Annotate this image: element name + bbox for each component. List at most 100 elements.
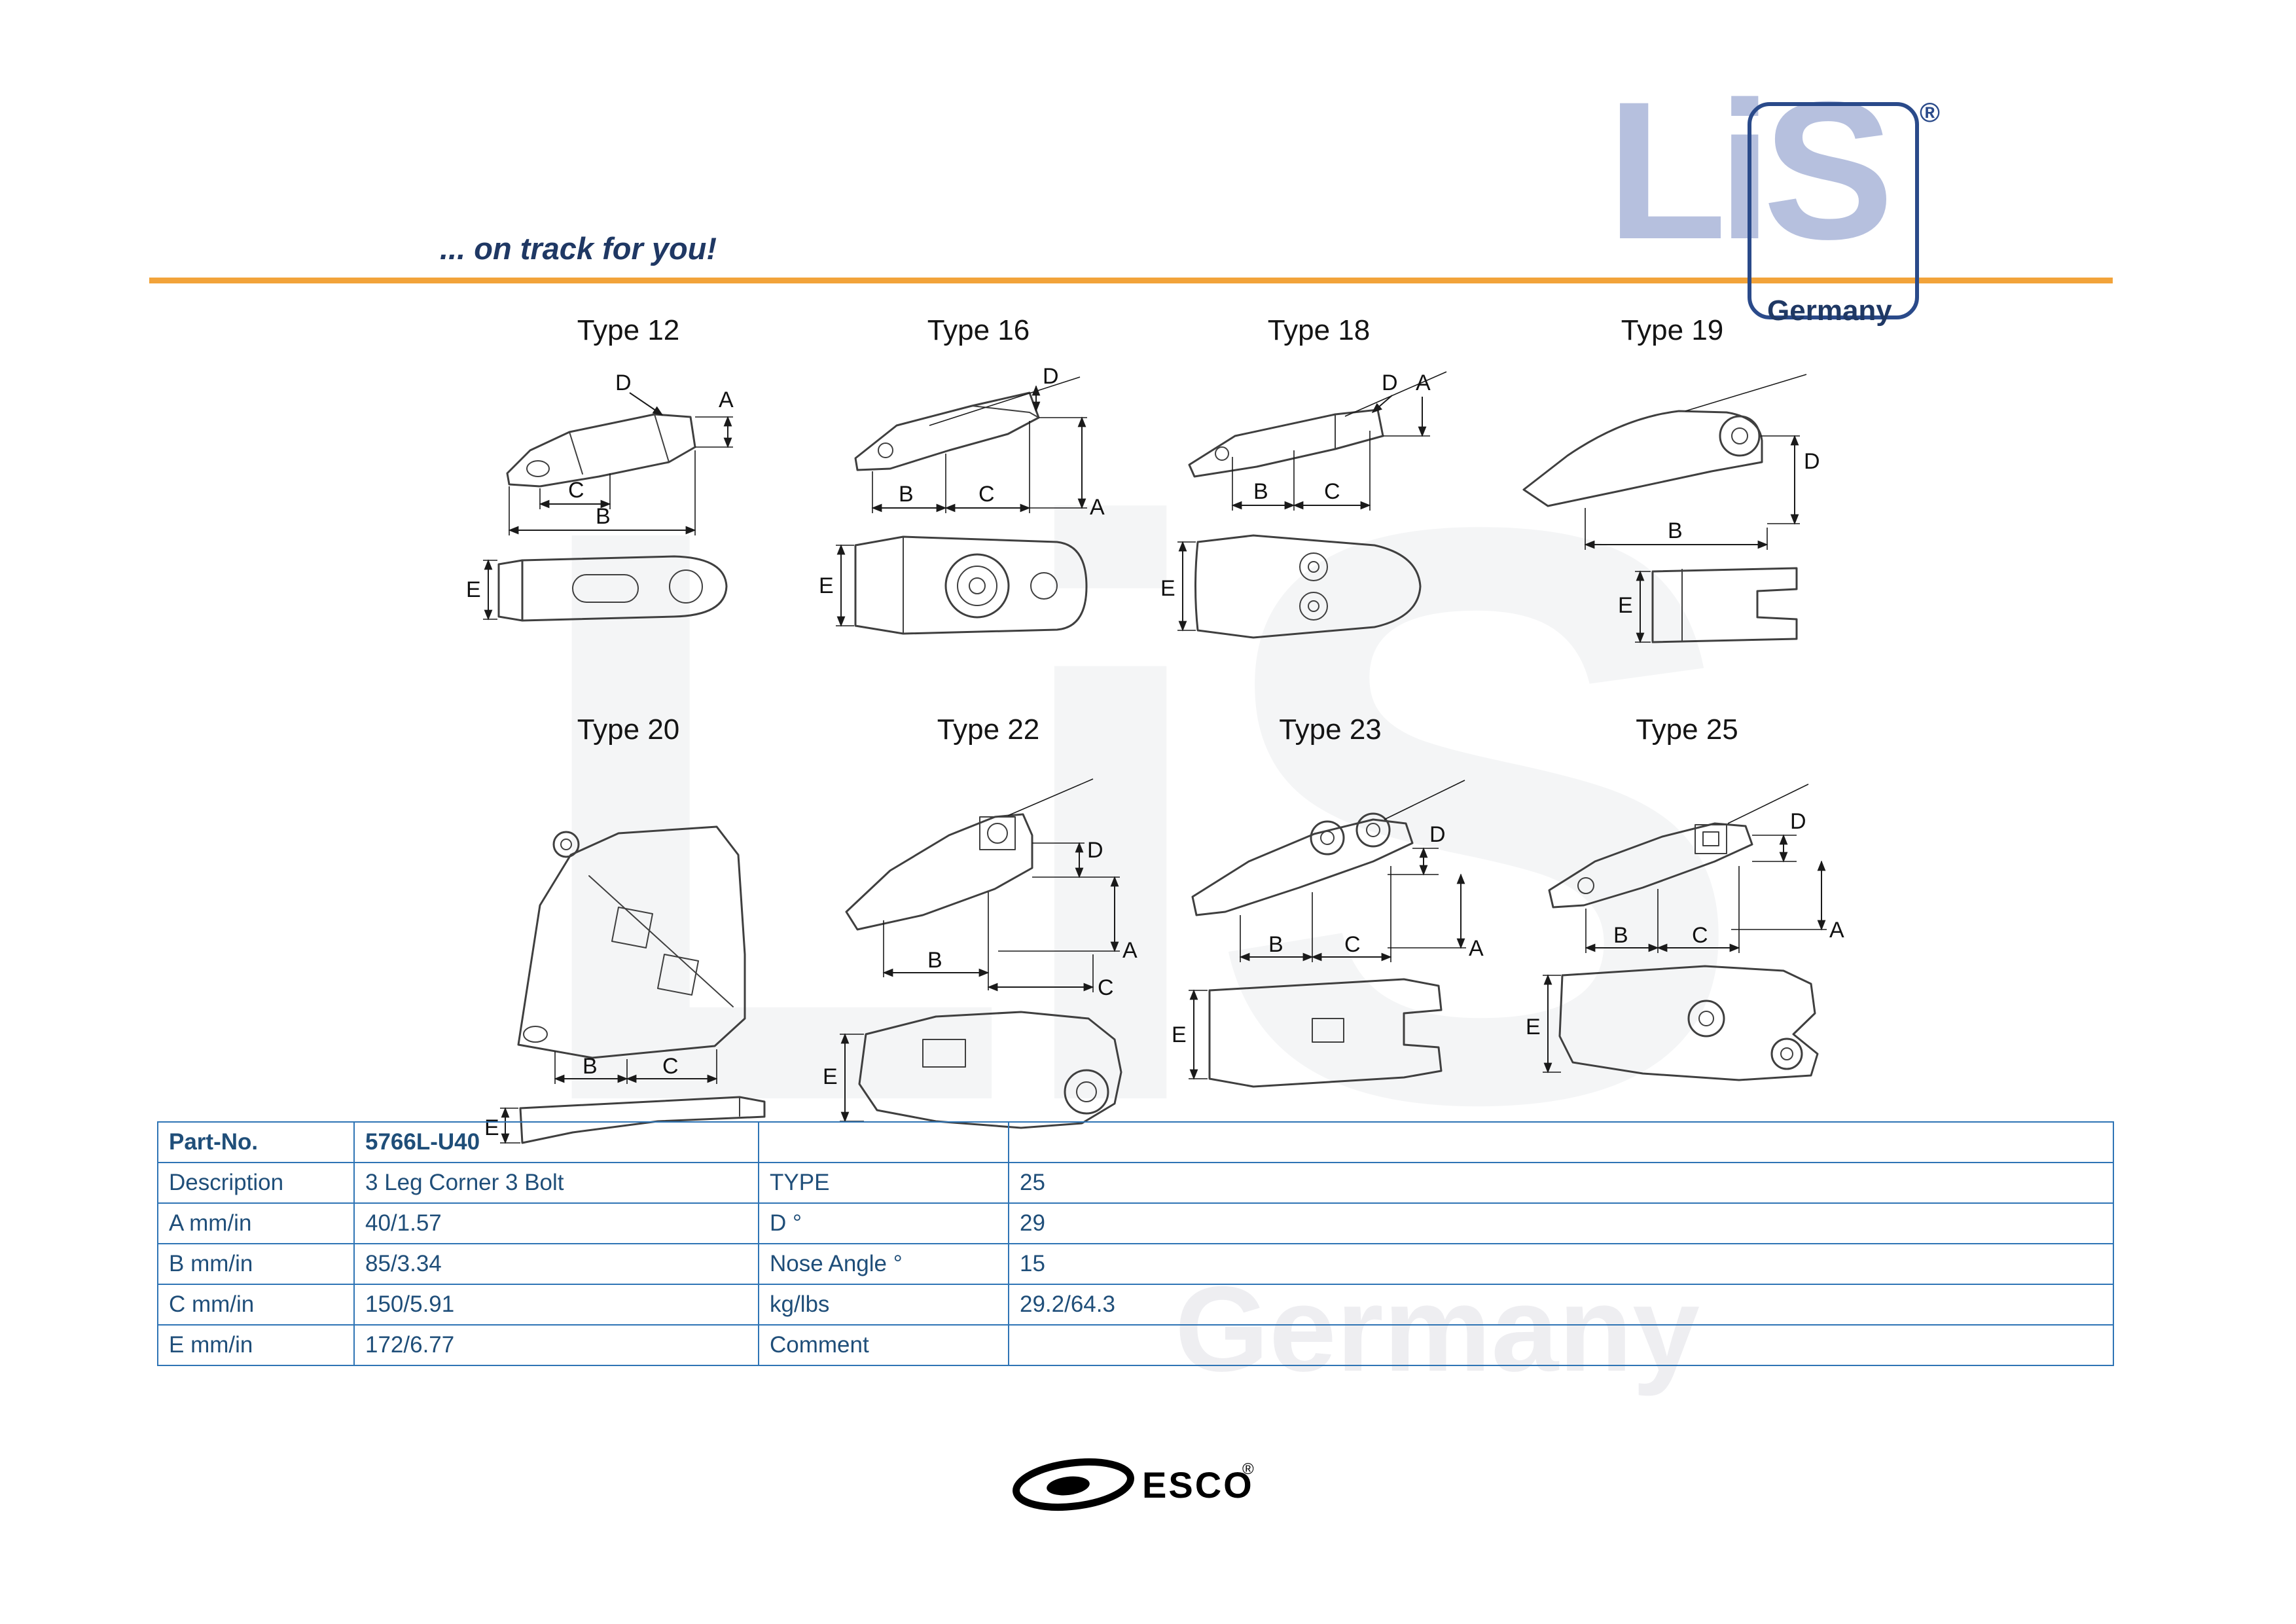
dim-label-c: C [662, 1054, 679, 1079]
cell-value: 29 [1008, 1202, 2114, 1244]
cell-label: TYPE [758, 1162, 1009, 1204]
lis-logo-frame [1748, 102, 1919, 319]
esco-swoosh-icon [1013, 1458, 1134, 1511]
dim-label-a: A [1469, 936, 1484, 961]
dim-label-c: C [978, 482, 995, 507]
company-tagline: ... on track for you! [440, 231, 717, 266]
figure-title: Type 22 [937, 713, 1040, 746]
cell-value: 29.2/64.3 [1008, 1284, 2114, 1326]
table-row-description: Description 3 Leg Corner 3 Bolt TYPE 25 [157, 1162, 2114, 1204]
dim-label-d: D [1429, 822, 1446, 847]
technical-drawing-type-23: D A B C E [1172, 780, 1484, 1088]
dim-label-b: B [1613, 923, 1628, 948]
dim-label-b: B [596, 504, 611, 529]
dim-label-e: E [1618, 593, 1633, 618]
figure-title: Type 16 [927, 314, 1030, 346]
dimension-e: E [1526, 974, 1561, 1074]
cell-label: Description [157, 1162, 355, 1204]
figure-type-20: Type 20 B C [458, 713, 798, 1170]
figure-title: Type 20 [577, 713, 680, 746]
adapter-fork-view [1651, 567, 1798, 643]
cell-label: Comment [758, 1324, 1009, 1366]
figure-type-12: Type 12 D A C B [458, 314, 798, 666]
dim-label-b: B [1668, 518, 1683, 543]
figure-type-23: Type 23 D A B [1152, 713, 1509, 1170]
dimension-e: E [1160, 541, 1196, 632]
dim-label-c: C [1324, 479, 1340, 504]
adapter-side-view [506, 413, 696, 488]
spec-table: Part-No. 5766L-U40 Description 3 Leg Cor… [157, 1121, 2114, 1366]
table-row-dim-a: A mm/in 40/1.57 D ° 29 [157, 1202, 2114, 1244]
adapter-side-view [845, 778, 1094, 931]
table-row-dim-b: B mm/in 85/3.34 Nose Angle ° 15 [157, 1243, 2114, 1285]
orange-divider-rule [149, 278, 2113, 283]
dimension-e: E [819, 544, 854, 627]
dim-label-d: D [1043, 364, 1059, 389]
dim-label-b: B [927, 948, 942, 973]
figure-type-18: Type 18 D A B C [1149, 314, 1489, 666]
figure-title: Type 23 [1279, 713, 1382, 746]
dim-label-c: C [1098, 975, 1114, 1000]
background-watermark-logo: LiS [517, 357, 1751, 1272]
lis-logo-country: Germany [1767, 295, 1892, 327]
table-row-dim-c: C mm/in 150/5.91 kg/lbs 29.2/64.3 [157, 1284, 2114, 1326]
figure-type-19: Type 19 D B [1486, 314, 1859, 666]
figure-type-22: Type 22 D A B C [802, 713, 1175, 1170]
esco-wordmark: ESCO [1142, 1464, 1254, 1506]
cell-label: E mm/in [157, 1324, 355, 1366]
cell-label: C mm/in [157, 1284, 355, 1326]
cell-value: 15 [1008, 1243, 2114, 1285]
technical-drawing-type-18: D A B C [1160, 370, 1447, 639]
dim-label-b: B [899, 482, 914, 507]
esco-registered-mark: ® [1242, 1460, 1254, 1478]
adapter-side-view [1548, 784, 1809, 909]
dimension-e: E [466, 559, 497, 621]
dim-label-e: E [1526, 1015, 1541, 1039]
adapter-side-view [1191, 780, 1465, 916]
dimension-lines: D A B C [1585, 809, 1844, 953]
esco-logo: ESCO ® [1008, 1447, 1289, 1525]
technical-drawing-type-25: D A B C [1526, 784, 1844, 1081]
technical-drawing-type-12: D A C B [466, 370, 734, 622]
dim-label-b: B [583, 1054, 598, 1079]
cell-value: 5766L-U40 [353, 1121, 759, 1163]
figure-title: Type 18 [1267, 314, 1371, 346]
dim-label-d: D [1804, 449, 1820, 474]
dim-label-d: D [1087, 838, 1103, 863]
figure-title: Type 12 [577, 314, 680, 346]
cell-label: kg/lbs [758, 1284, 1009, 1326]
dim-label-e: E [1160, 576, 1175, 601]
cell-value: 25 [1008, 1162, 2114, 1204]
cell-value: 3 Leg Corner 3 Bolt [353, 1162, 759, 1204]
dimension-lines: D A C B [508, 370, 734, 535]
figure-title: Type 19 [1621, 314, 1724, 346]
dim-label-a: A [1122, 938, 1138, 963]
dimension-lines: D A B C [1231, 370, 1431, 511]
esco-logo-graphic: ESCO ® [1013, 1458, 1254, 1511]
technical-drawing-type-19: D B E [1522, 374, 1820, 643]
adapter-side-view [854, 376, 1081, 471]
dimension-lines: B C [554, 1049, 718, 1084]
dim-label-b: B [1253, 479, 1268, 504]
cell-label: D ° [758, 1202, 1009, 1244]
dim-label-a: A [719, 388, 734, 412]
technical-drawing-type-22: D A B C E [823, 778, 1138, 1129]
adapter-front-view [854, 535, 1088, 635]
adapter-lower-view [858, 1011, 1122, 1129]
adapter-side-view [1522, 374, 1807, 507]
cell-label: Part-No. [157, 1121, 355, 1163]
dim-label-e: E [466, 577, 481, 602]
figure-type-16: Type 16 D B C A [808, 314, 1149, 666]
cell-label [758, 1121, 1009, 1163]
figure-title: Type 25 [1636, 713, 1738, 746]
dimension-e: E [1172, 989, 1208, 1080]
dim-label-a: A [1416, 370, 1431, 395]
dim-label-c: C [1692, 923, 1708, 948]
adapter-lower-view [1558, 965, 1819, 1081]
dimension-lines: D A B C [882, 838, 1138, 1000]
technical-drawing-type-20: B C E [484, 825, 766, 1144]
cell-value: 172/6.77 [353, 1324, 759, 1366]
cell-value: 85/3.34 [353, 1243, 759, 1285]
table-row-dim-e: E mm/in 172/6.77 Comment [157, 1324, 2114, 1366]
